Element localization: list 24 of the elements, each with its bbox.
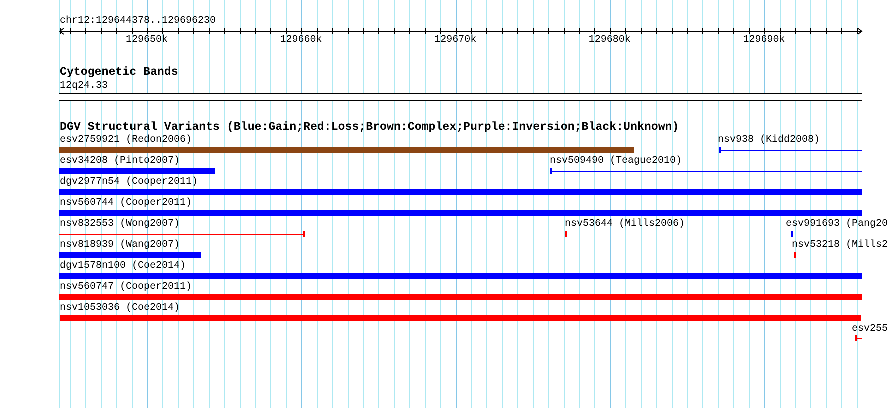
variant-label: nsv818939 (Wang2007) <box>60 240 180 250</box>
variant-label: nsv832553 (Wong2007) <box>60 218 180 230</box>
variant-label: nsv53218 (Mills2 <box>792 240 888 250</box>
coordinate-label: chr12:129644378..129696230 <box>60 16 216 26</box>
track-title: DGV Structural Variants (Blue:Gain;Red:Loss;Brown:Complex;Purple:Inversion;Black:Unknown) <box>60 122 680 134</box>
tick-label: 129670k <box>434 34 477 46</box>
variant-label: nsv53644 (Mills2006) <box>565 218 686 230</box>
tick-label: 129680k <box>588 34 631 46</box>
variant-label: esv34208 (Pinto2007) <box>60 156 180 166</box>
tick-label: 129660k <box>280 34 322 46</box>
variant-label: nsv560744 (Cooper2011) <box>60 198 192 208</box>
variant-label: nsv560747 (Cooper2011) <box>60 282 192 292</box>
band-label: 12q24.33 <box>60 80 108 92</box>
variant-label: nsv509490 (Teague2010) <box>550 156 682 166</box>
variant-label: esv991693 (Pang20 <box>786 218 888 230</box>
variant-label: nsv1053036 (Coe2014) <box>60 302 180 314</box>
variant-label: esv2759921 (Redon2006) <box>60 134 192 146</box>
variant-label: esv255 <box>852 324 888 334</box>
tick-label: 129690k <box>743 34 786 46</box>
variant-label: dgv1578n100 (Coe2014) <box>60 260 186 272</box>
track-title: Cytogenetic Bands <box>60 67 178 79</box>
variant-label: nsv938 (Kidd2008) <box>718 134 820 146</box>
tick-label: 129650k <box>126 34 168 46</box>
variant-label: dgv2977n54 (Cooper2011) <box>60 176 198 188</box>
